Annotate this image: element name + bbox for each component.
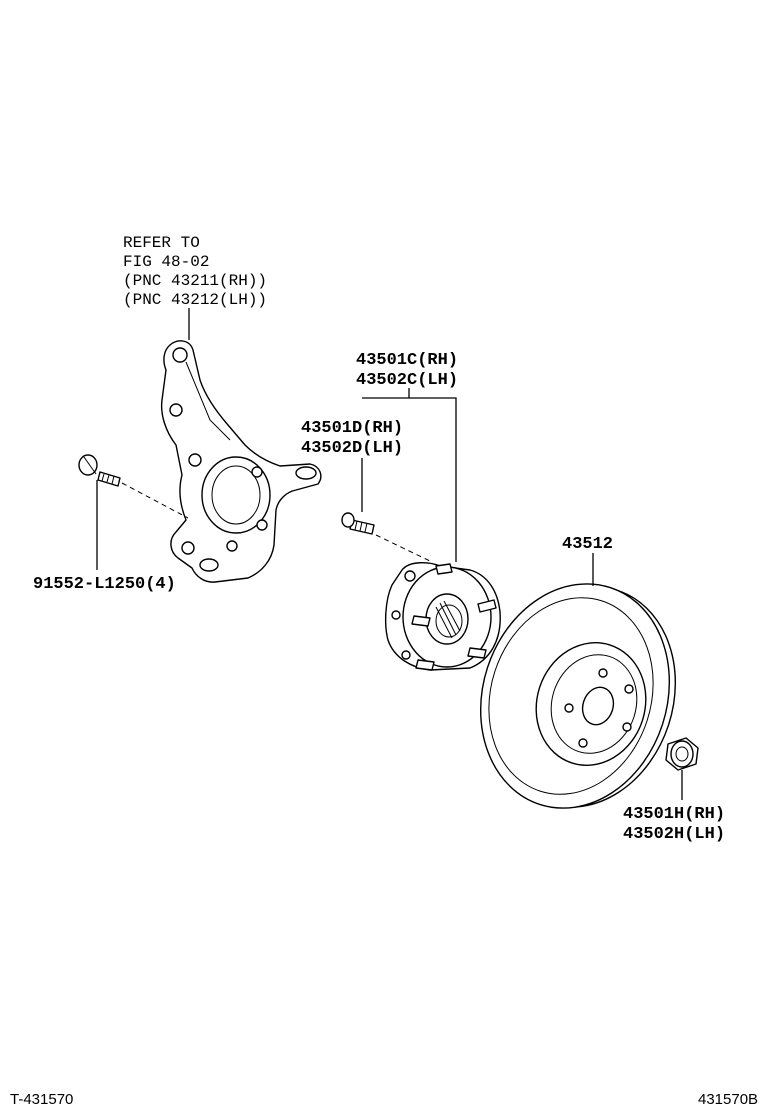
knuckle-label-line2: FIG 48-02 (123, 253, 209, 271)
hub-part-number-lh[interactable]: 43502C(LH) (356, 371, 458, 390)
knuckle-bolt-part-number[interactable]: 91552-L1250(4) (33, 575, 176, 594)
knuckle-label-line4: (PNC 43212(LH)) (123, 291, 267, 309)
knuckle-label-line3: (PNC 43211(RH)) (123, 272, 267, 290)
hub-bolt[interactable] (341, 512, 375, 535)
hub-bolt-part-number-rh[interactable]: 43501D(RH) (301, 419, 403, 438)
hub-nut[interactable] (665, 737, 699, 771)
bolt-to-knuckle-dashed-line (121, 482, 189, 519)
footer-figure-id: T-431570 (10, 1091, 73, 1108)
hub-part-number-rh[interactable]: 43501C(RH) (356, 351, 458, 370)
hub-bearing[interactable] (384, 562, 501, 671)
hub-leader-line (362, 397, 457, 562)
nut-part-number-rh[interactable]: 43501H(RH) (623, 805, 725, 824)
nut-part-number-lh[interactable]: 43502H(LH) (623, 825, 725, 844)
knuckle-label-line1: REFER TO (123, 234, 200, 252)
disc-rotor[interactable] (452, 559, 703, 833)
hub-bolt-part-number-lh[interactable]: 43502D(LH) (301, 439, 403, 458)
steering-knuckle[interactable] (160, 340, 322, 583)
knuckle-bolt[interactable] (78, 454, 121, 487)
footer-illustration-id: 431570B (698, 1091, 758, 1108)
bolt-to-hub-dashed-line (375, 534, 433, 563)
disc-part-number[interactable]: 43512 (562, 535, 613, 554)
